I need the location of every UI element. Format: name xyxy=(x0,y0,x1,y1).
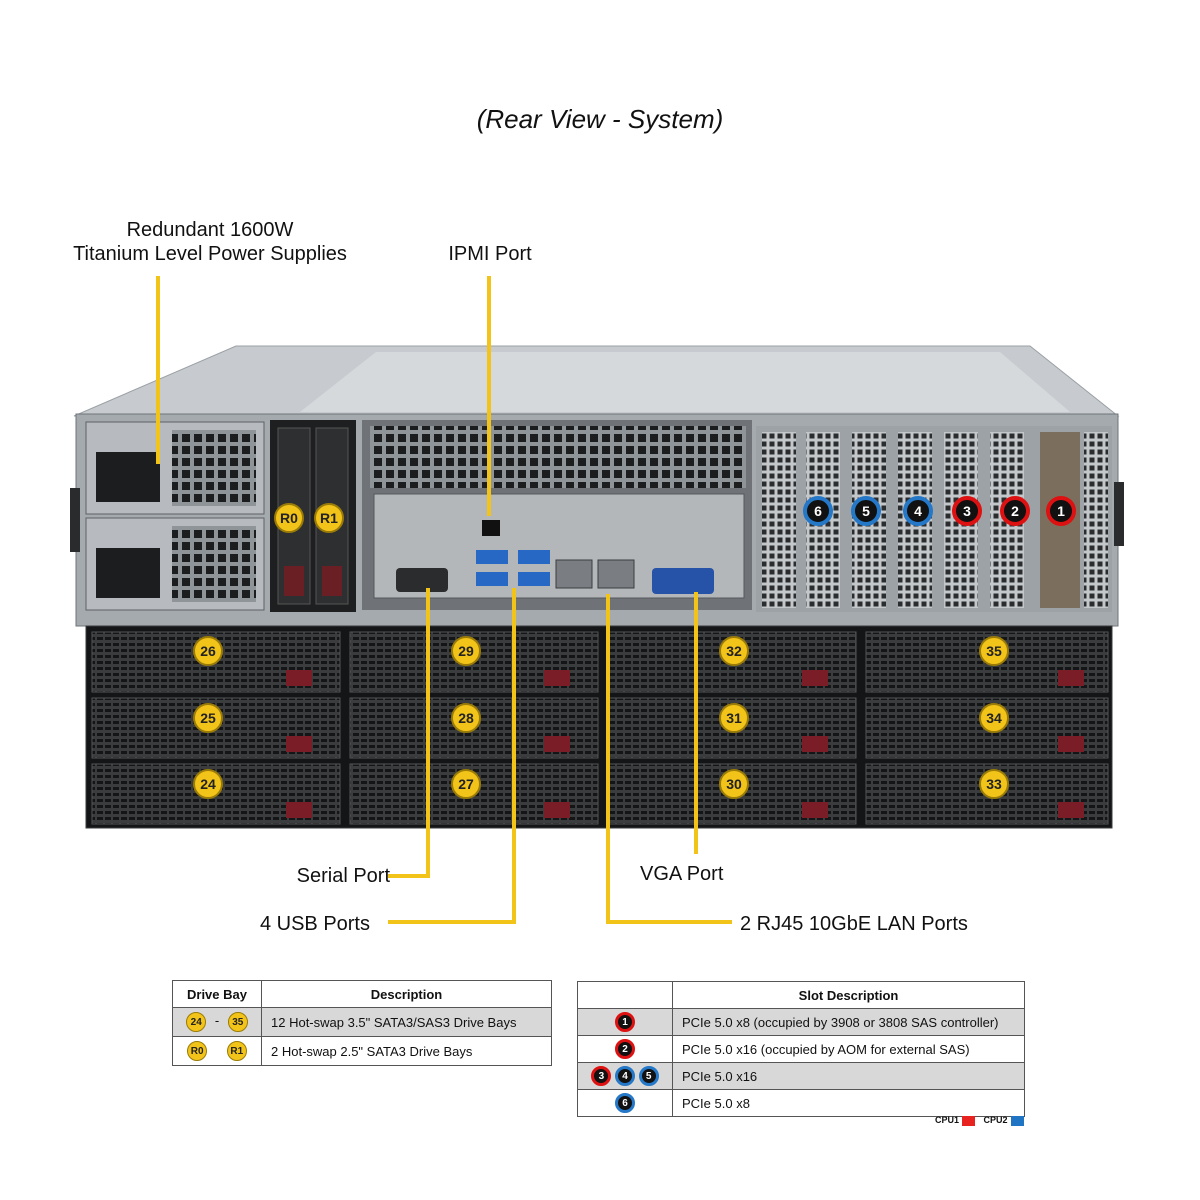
cpu2-legend-label: CPU2 xyxy=(983,1115,1008,1125)
cpu1-legend-swatch xyxy=(962,1115,976,1126)
bay-range-cell: R0 R1 xyxy=(172,1036,262,1066)
drive-bay-badge: 33 xyxy=(979,769,1009,799)
table-row: 24 - 35 12 Hot-swap 3.5" SATA3/SAS3 Driv… xyxy=(172,1007,552,1037)
description-cell: 2 Hot-swap 2.5" SATA3 Drive Bays xyxy=(261,1036,552,1066)
drive-bay-badge: 32 xyxy=(719,636,749,666)
usb-leader-line-v xyxy=(512,588,516,924)
drive-bay-header: Drive Bay xyxy=(172,980,262,1008)
vga-leader-line xyxy=(694,592,698,854)
bay-range-cell: 24 - 35 xyxy=(172,1007,262,1037)
slot-description-header: Slot Description xyxy=(672,981,1025,1009)
slot-badge: 3 xyxy=(591,1066,612,1086)
slot-description-cell: PCIe 5.0 x16 xyxy=(672,1062,1025,1090)
bay-badge: R0 xyxy=(187,1041,208,1061)
pcie-slot-badge-6: 6 xyxy=(803,496,833,526)
serial-leader-line-h xyxy=(388,874,430,878)
drive-bay-badge: 30 xyxy=(719,769,749,799)
slot-badge-cell: 2 xyxy=(577,1035,673,1063)
drive-bay-badge: 29 xyxy=(451,636,481,666)
drive-bay-badge: 27 xyxy=(451,769,481,799)
drive-bay-badge: 35 xyxy=(979,636,1009,666)
cpu-legend: CPU1 CPU2 xyxy=(935,1115,1024,1126)
usb-callout: 4 USB Ports xyxy=(259,913,370,935)
drive-bay-badge: 25 xyxy=(193,703,223,733)
range-separator: - xyxy=(214,1013,220,1029)
description-header: Description xyxy=(261,980,552,1008)
psu-callout: Redundant 1600W Titanium Level Power Sup… xyxy=(60,218,360,266)
ipmi-callout: IPMI Port xyxy=(448,243,532,265)
vga-callout: VGA Port xyxy=(640,863,724,885)
bay-badge: R1 xyxy=(226,1041,247,1061)
drive-bay-badge: 26 xyxy=(193,636,223,666)
pcie-slot-badge-3: 3 xyxy=(952,496,982,526)
serial-leader-line-v xyxy=(426,588,430,878)
lan-callout: 2 RJ45 10GbE LAN Ports xyxy=(740,913,968,935)
cpu2-legend-swatch xyxy=(1010,1115,1024,1126)
table-row: 6 PCIe 5.0 x8 xyxy=(577,1089,1025,1117)
psu-callout-line1: Redundant 1600W xyxy=(126,219,294,241)
usb-leader-line-h xyxy=(388,920,516,924)
lan-leader-line-h xyxy=(606,920,732,924)
table-row: 1 PCIe 5.0 x8 (occupied by 3908 or 3808 … xyxy=(577,1008,1025,1036)
slot-badge: 4 xyxy=(615,1066,635,1086)
description-cell: 12 Hot-swap 3.5" SATA3/SAS3 Drive Bays xyxy=(261,1007,552,1037)
page-title: (Rear View - System) xyxy=(476,104,724,134)
rear-bay-badge-r1: R1 xyxy=(314,503,344,533)
slot-description-cell: PCIe 5.0 x16 (occupied by AOM for extern… xyxy=(672,1035,1025,1063)
slot-header-blank xyxy=(577,981,673,1009)
slot-description-cell: PCIe 5.0 x8 (occupied by 3908 or 3808 SA… xyxy=(672,1008,1025,1036)
bay-badge: 35 xyxy=(227,1012,248,1032)
lan-leader-line-v xyxy=(606,594,610,924)
pcie-slot-badge-1: 1 xyxy=(1046,496,1076,526)
slot-description-table: Slot Description 1 PCIe 5.0 x8 (occupied… xyxy=(577,981,1025,1117)
slot-badge: 5 xyxy=(638,1066,659,1086)
table-row: 3 4 5 PCIe 5.0 x16 xyxy=(577,1062,1025,1090)
drive-bay-badge: 31 xyxy=(719,703,749,733)
serial-callout: Serial Port xyxy=(296,865,390,887)
cpu1-legend-label: CPU1 xyxy=(935,1115,960,1125)
drive-bay-table: Drive Bay Description 24 - 35 12 Hot-swa… xyxy=(172,980,552,1066)
slot-badge: 1 xyxy=(615,1012,635,1032)
slot-badge: 6 xyxy=(615,1093,635,1113)
drive-bay-badge: 24 xyxy=(193,769,223,799)
table-row: 2 PCIe 5.0 x16 (occupied by AOM for exte… xyxy=(577,1035,1025,1063)
pcie-slot-badge-2: 2 xyxy=(1000,496,1030,526)
slot-description-cell: PCIe 5.0 x8 xyxy=(672,1089,1025,1117)
psu-callout-line2: Titanium Level Power Supplies xyxy=(73,243,347,265)
bay-badge: 24 xyxy=(186,1012,207,1032)
slot-badge: 2 xyxy=(615,1039,635,1059)
drive-bay-badge: 34 xyxy=(979,703,1009,733)
ipmi-leader-line xyxy=(487,276,491,516)
psu-leader-line xyxy=(156,276,160,464)
slot-badge-cell: 3 4 5 xyxy=(577,1062,673,1090)
pcie-slot-badge-4: 4 xyxy=(903,496,933,526)
table-row: R0 R1 2 Hot-swap 2.5" SATA3 Drive Bays xyxy=(172,1036,552,1066)
pcie-slot-badge-5: 5 xyxy=(851,496,881,526)
slot-badge-cell: 1 xyxy=(577,1008,673,1036)
rear-bay-badge-r0: R0 xyxy=(274,503,304,533)
drive-bay-badge: 28 xyxy=(451,703,481,733)
slot-badge-cell: 6 xyxy=(577,1089,673,1117)
